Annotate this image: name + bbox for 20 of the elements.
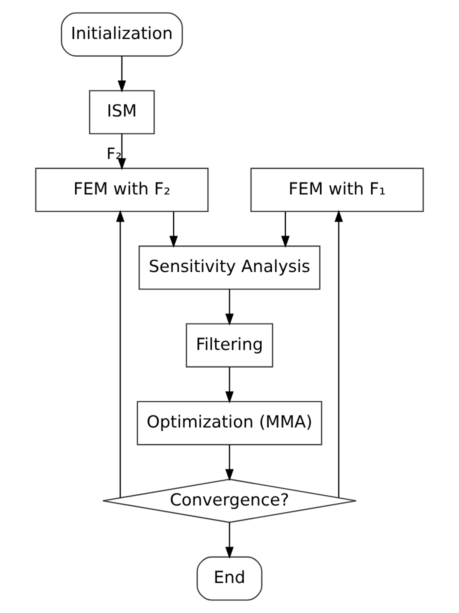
arrow — [116, 210, 124, 498]
arrow — [225, 444, 234, 482]
arrow — [225, 289, 234, 326]
node-box: Filtering — [186, 323, 274, 368]
node-diamond: Convergence? — [102, 478, 357, 523]
arrow — [118, 56, 126, 92]
arrow — [281, 212, 290, 248]
node-box: Initialization — [60, 12, 183, 57]
node-box: Optimization (MMA) — [136, 400, 322, 446]
node-box: Sensitivity Analysis — [138, 246, 320, 290]
node-box: FEM with F₁ — [250, 168, 424, 212]
arrow — [118, 134, 126, 170]
node-box: End — [196, 556, 262, 601]
arrow — [225, 522, 234, 559]
arrow — [225, 367, 234, 404]
node-box: ISM — [89, 90, 155, 134]
arrow — [169, 212, 178, 248]
edge-label: F₂ — [106, 144, 122, 163]
arrow — [334, 210, 343, 498]
node-box: FEM with F₂ — [35, 168, 209, 212]
